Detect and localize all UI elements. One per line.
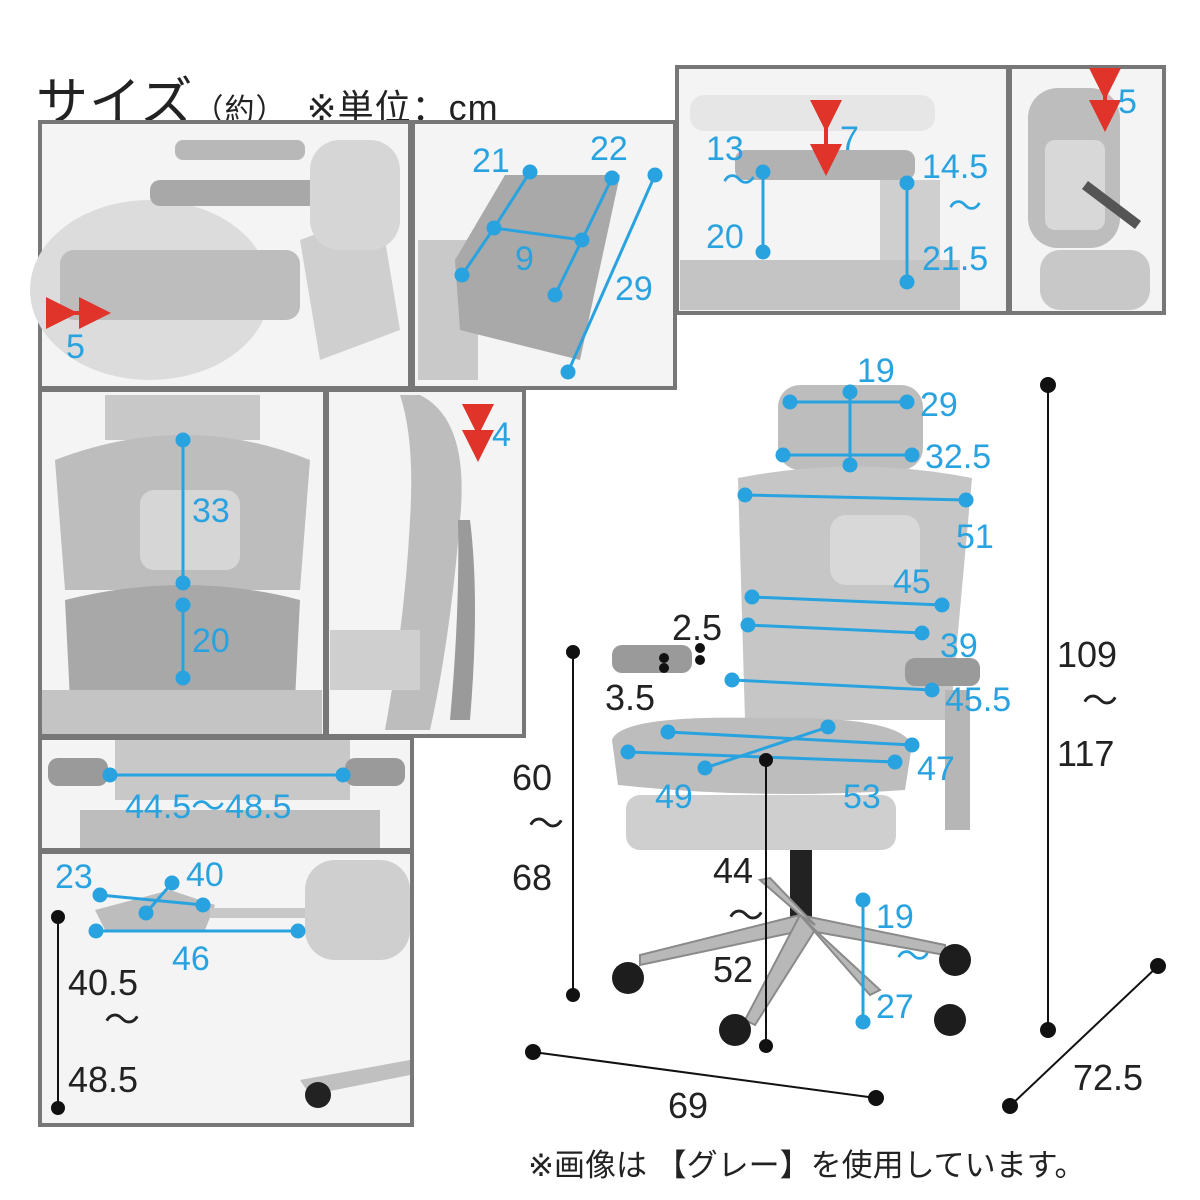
lumbar-height-label: 20 [192, 622, 230, 660]
back-lumbar-width-label: 39 [940, 627, 978, 665]
footer-note: ※画像は 【グレー】を使用しています。 [528, 1148, 1086, 1183]
seat-height-min-label: 44 [713, 850, 753, 891]
arm-height-min-label: 14.5 [922, 148, 988, 186]
footrest-height-range-mark: 〜 [104, 999, 140, 1040]
armrest-height-adjust-label: 7 [840, 120, 859, 158]
panel-armrest-pad: 21 22 9 29 [411, 120, 677, 390]
arm-depth-min-label: 13 [706, 130, 744, 168]
pad-dimension-lines [454, 164, 663, 380]
seat-height-max-label: 52 [713, 949, 753, 990]
pad-width-back-label: 21 [472, 142, 510, 180]
overall-dimension-lines [525, 377, 1166, 1114]
overall-width-label: 69 [668, 1085, 708, 1126]
lumbar-adjust-label: 4 [492, 416, 511, 454]
main-footrest-height-max-label: 27 [876, 988, 914, 1026]
arm-height-max-label: 21.5 [922, 240, 988, 278]
main-dimension-lines [620, 384, 974, 1030]
overall-height-range-mark: 〜 [1082, 680, 1118, 721]
casters [612, 944, 971, 1046]
panel-back-side: 4 [325, 388, 526, 738]
pad-inner-width-label: 9 [515, 240, 534, 278]
arm-depth-range-mark: 〜 [722, 162, 756, 200]
back-height-label: 33 [192, 492, 230, 530]
seat-depth-label: 49 [655, 778, 693, 816]
main-chair [612, 385, 980, 1046]
arm-width-range-label: 44.5〜48.5 [125, 788, 291, 826]
seat-height-range-mark: 〜 [728, 895, 764, 936]
main-footrest-range-mark: 〜 [896, 938, 930, 976]
panel-headrest-tilt: 5 [1008, 65, 1166, 315]
arm-depth-max-label: 20 [706, 218, 744, 256]
pad-width-front-label: 22 [590, 130, 628, 168]
arm-span-label: 45.5 [945, 681, 1011, 719]
main-footrest [626, 795, 896, 850]
pad-length-label: 29 [615, 270, 653, 308]
panel-footrest: 23 40 46 40.5 〜 48.5 [38, 850, 414, 1127]
back-top-width-label: 51 [956, 518, 994, 556]
footrest-extension-label: 46 [172, 940, 210, 978]
seat-width-label: 53 [843, 778, 881, 816]
back-mid-width-label: 45 [893, 563, 931, 601]
overall-height-max-label: 117 [1057, 733, 1114, 774]
headrest-width-top-label: 29 [920, 386, 958, 424]
panel-back-front: 33 20 [38, 388, 327, 738]
arm-height-min-label: 60 [512, 757, 552, 798]
overall-height-min-label: 109 [1057, 634, 1117, 675]
left-armrest [612, 645, 692, 673]
headrest-height-label: 19 [857, 352, 895, 390]
panel-arm-width: 44.5〜48.5 [38, 736, 414, 852]
seat-depth-front-label: 47 [917, 750, 955, 788]
footrest-height-min-label: 40.5 [68, 962, 138, 1003]
footrest-width-label: 23 [55, 858, 93, 896]
arm-height-range-mark: 〜 [528, 803, 564, 844]
arm-height-max-label: 68 [512, 857, 552, 898]
footrest-depth-label: 40 [186, 856, 224, 894]
arm-pad-shift-label: 3.5 [605, 677, 655, 718]
arm-offset-markers [659, 643, 705, 673]
panel-armrest-height: 7 13 〜 20 14.5 〜 21.5 [675, 65, 1010, 315]
main-footrest-height-min-label: 19 [876, 898, 914, 936]
arm-pad-offset-label: 2.5 [672, 607, 722, 648]
headrest-tilt-label: 5 [1118, 83, 1137, 121]
footrest-height-max-label: 48.5 [68, 1059, 138, 1100]
arm-height-range-mark: 〜 [948, 188, 982, 226]
arm-width-adjust-label: 5 [66, 328, 85, 366]
right-armrest [905, 658, 980, 686]
overall-depth-label: 72.5 [1073, 1057, 1143, 1098]
panel-armrest-side: 5 [30, 120, 412, 390]
headrest-width-bottom-label: 32.5 [925, 438, 991, 476]
